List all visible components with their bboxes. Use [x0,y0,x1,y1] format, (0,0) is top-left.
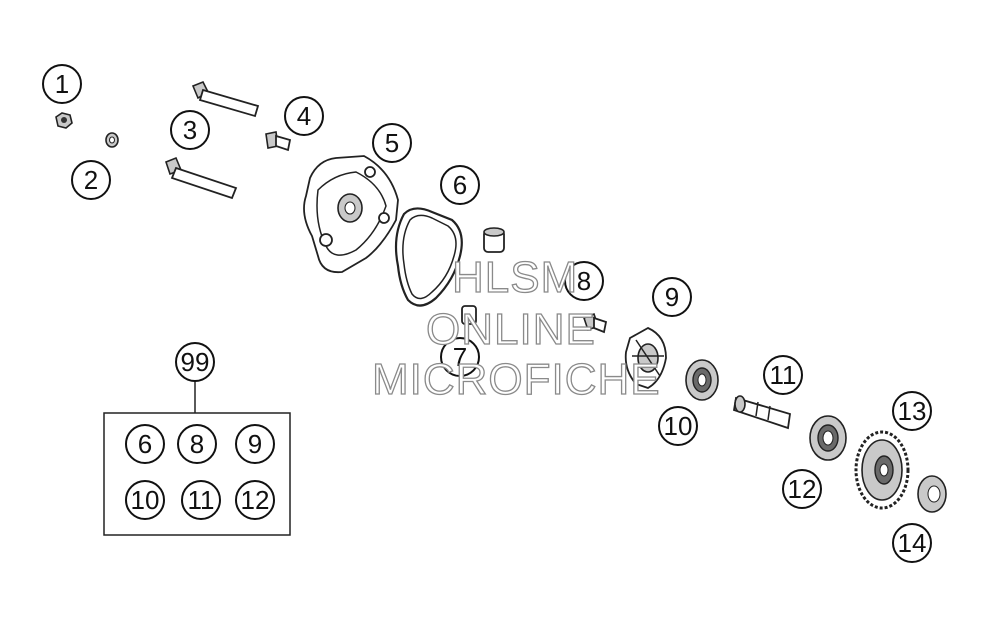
callout-10-label: 10 [664,411,693,441]
kit-item-9-circle [235,424,275,464]
part-10-bearing [685,359,719,401]
part-7-dowel [461,305,477,325]
kit-item-11-circle [181,480,221,520]
part-8-seal [583,312,608,334]
callout-8-label: 8 [577,266,591,296]
callout-12-label: 12 [788,474,817,504]
callout-8: 8 [564,261,604,301]
callout-2-label: 2 [84,165,98,195]
part-1-nut [55,112,73,129]
callout-9: 9 [652,277,692,317]
part-bushing [483,227,505,253]
part-2-washer [105,132,119,148]
kit-item-6-label: 6 [138,429,152,459]
callout-13-circle [892,391,932,431]
callout-7-label: 7 [453,342,467,372]
callout-11-circle [763,355,803,395]
part-6-gasket [394,207,463,307]
kit-item-8-circle [177,424,217,464]
callout-14-circle [892,523,932,563]
callout-1-label: 1 [55,69,69,99]
callout-12: 12 [782,469,822,509]
callout-9-label: 9 [665,282,679,312]
part-5-pump-cover [303,155,399,274]
callout-7: 7 [440,337,480,377]
callout-11: 11 [763,355,803,395]
callout-6-circle [440,165,480,205]
kit-item-10-circle [125,480,165,520]
callout-2-circle [71,160,111,200]
callout-4-circle [284,96,324,136]
kit-item-8: 8 [177,424,217,464]
callout-5: 5 [372,123,412,163]
callout-9-circle [652,277,692,317]
callout-5-circle [372,123,412,163]
watermark-line1: HLSM [452,253,578,302]
callout-kit-99: 99 [175,342,215,382]
callout-kit-99-circle [175,342,215,382]
kit-item-12: 12 [235,480,275,520]
kit-item-12-label: 12 [241,485,270,515]
part-3-bolts [165,80,260,200]
callout-11-label: 11 [770,360,797,390]
callout-6: 6 [440,165,480,205]
kit-item-10-label: 10 [131,485,160,515]
callout-14: 14 [892,523,932,563]
kit-item-9: 9 [235,424,275,464]
callout-3-circle [170,110,210,150]
part-13-gear [854,430,910,510]
kit-box [103,412,291,536]
part-12-bearing [809,415,847,461]
part-9-impeller [624,326,667,389]
callout-13: 13 [892,391,932,431]
callout-kit-99-label: 99 [181,347,210,377]
part-14-washer [917,475,947,513]
callout-1-circle [42,64,82,104]
callout-3: 3 [170,110,210,150]
watermark-line3: MICROFICHE [372,355,661,404]
callout-12-circle [782,469,822,509]
callout-3-label: 3 [183,115,197,145]
part-11-shaft [732,395,792,430]
callout-2: 2 [71,160,111,200]
callout-7-circle [440,337,480,377]
callout-4-label: 4 [297,101,311,131]
callout-10-circle [658,406,698,446]
watermark-line2: ONLINE [426,305,596,354]
part-4-bolt [265,131,292,152]
callout-4: 4 [284,96,324,136]
kit-item-6-circle [125,424,165,464]
callout-5-label: 5 [385,128,399,158]
watermark: HLSM ONLINE MICROFICHE [371,252,661,404]
kit-item-6: 6 [125,424,165,464]
kit-item-11: 11 [181,480,221,520]
kit-group [103,380,291,536]
kit-item-8-label: 8 [190,429,204,459]
kit-item-9-label: 9 [248,429,262,459]
callout-1: 1 [42,64,82,104]
kit-item-11-label: 11 [188,485,215,515]
callout-10: 10 [658,406,698,446]
kit-item-12-circle [235,480,275,520]
callout-8-circle [564,261,604,301]
callout-14-label: 14 [898,528,927,558]
callout-13-label: 13 [898,396,927,426]
callout-6-label: 6 [453,170,467,200]
kit-item-10: 10 [125,480,165,520]
